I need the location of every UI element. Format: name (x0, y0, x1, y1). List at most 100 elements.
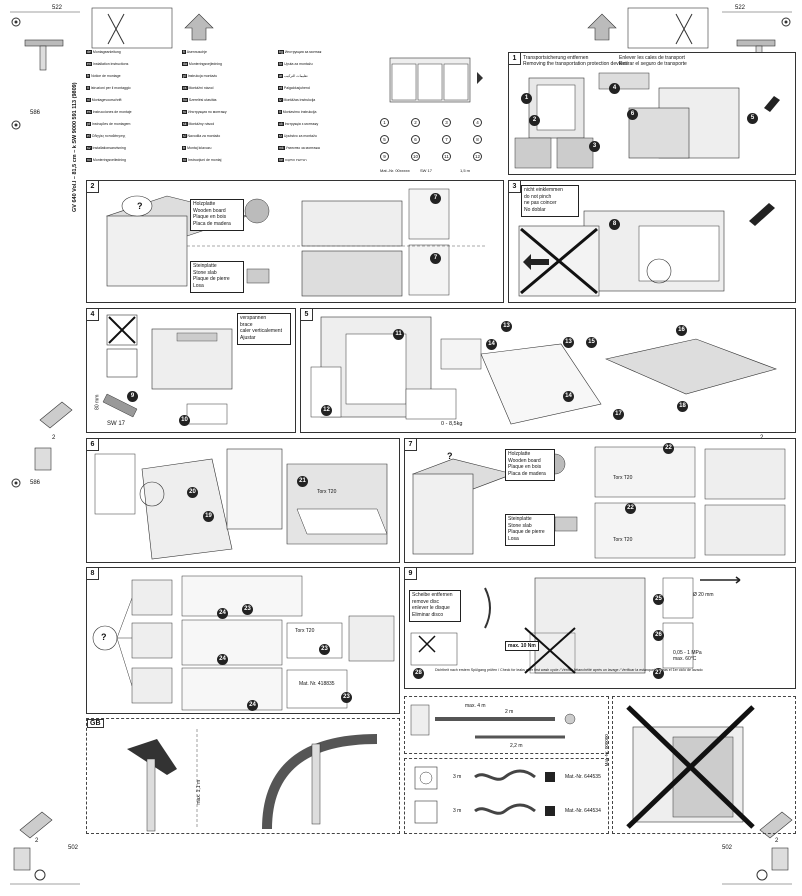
step-6-door-panel: 6 Torx T20 19 20 21 (86, 438, 400, 563)
language-code: he (278, 158, 284, 162)
tool-torx: Torx T20 (295, 628, 315, 634)
warn-fr: ne pas coincer (524, 200, 557, 206)
stone-de: Steinplatte (193, 263, 217, 269)
hose-max: max. 4 m (465, 703, 486, 709)
language-title: Montavimo instrukcija (282, 110, 317, 114)
dim-top-left: 522 (52, 5, 63, 11)
language-title: Notice de montage (91, 74, 121, 78)
language-code: ar (278, 74, 284, 78)
stone-es: Losa (508, 535, 519, 542)
language-code: ru (182, 110, 188, 114)
language-title: Uputa za montažu (284, 62, 313, 66)
language-code: fr (86, 74, 91, 78)
language-code: sv (86, 146, 92, 150)
step-number: 5 (301, 309, 313, 321)
dim-low-left: 586 (30, 480, 41, 486)
step-8-plinth: 8 ? Mat. Nr. 418835 Torx T20 23 24 23 24… (86, 567, 400, 714)
callout-14a: 14 (486, 339, 497, 350)
callout-27: 27 (653, 668, 664, 679)
language-code: de (86, 50, 92, 54)
wood-de: Holzplatte (508, 451, 531, 457)
step-9-water-connection: 9 Scheibe entfernen remove disc enlever … (404, 567, 796, 689)
callout-7a: 7 (430, 193, 441, 204)
language-code: sl (182, 134, 187, 138)
callout-24a: 24 (217, 608, 228, 619)
callout-25: 25 (653, 594, 664, 605)
flow-label: Ø 20 mm (693, 592, 714, 598)
part-number: 5 (380, 135, 389, 144)
language-code: tr (182, 146, 187, 150)
part-number: 4 (473, 118, 482, 127)
remove-disc-label-box: Scheibe entfernen remove disc enlever le… (409, 590, 461, 622)
disc-de: Scheibe entfernen (412, 592, 453, 598)
language-title: Instrucţiuni de montaj (188, 158, 222, 162)
language-title: Instrukcja montażu (187, 74, 218, 78)
language-title: Instrucciones de montaje (92, 110, 132, 114)
callout-12: 12 (321, 405, 332, 416)
callout-16: 16 (676, 325, 687, 336)
part-label: 1,5 m (460, 168, 471, 173)
language-title: Paigaldusjuhend (283, 86, 310, 90)
step-1-transport-protection: 1 Transportsicherung entfernen Removing … (508, 52, 796, 175)
stone-en: Stone slab (508, 522, 532, 529)
language-code: hr (278, 62, 284, 66)
callout-28: 28 (413, 668, 424, 679)
stone-fr: Plaque de pierre (508, 529, 545, 535)
callout-11: 11 (393, 329, 404, 340)
callout-22b: 22 (625, 503, 636, 514)
callout-13b: 13 (563, 337, 574, 348)
callout-24b: 24 (217, 654, 228, 665)
wood-es: Placa de madera (193, 220, 231, 227)
stone-slab-label-box: Steinplatte Stone slab Plaque de pierre … (190, 261, 244, 293)
language-code: ro (182, 158, 188, 162)
language-code: cs (182, 86, 188, 90)
warn-en: do not pinch (524, 193, 552, 200)
disc-fr: enlever le disque (412, 605, 450, 611)
language-title: Asennusohje (186, 50, 207, 54)
language-title: تعليمات التركيب (284, 74, 308, 78)
language-title: Istruzioni per il montaggio (90, 86, 131, 90)
language-code: es (86, 110, 92, 114)
language-code: et (278, 86, 283, 90)
language-title: Montážní návod (188, 86, 214, 90)
language-code: mk (278, 146, 285, 150)
language-title: Montaj kılavuzu (187, 146, 212, 150)
language-code: da (182, 62, 188, 66)
stone-fr: Plaque de pierre (193, 276, 230, 282)
language-title: Monteringsveiledning (92, 158, 126, 162)
language-code: it (86, 86, 90, 90)
callout-22a: 22 (663, 443, 674, 454)
language-title: Інструкція з монтажу (284, 122, 319, 126)
drill-dim-a-botleft: 2 (35, 838, 39, 844)
gb-tag: GB (87, 719, 104, 728)
part-number: 9 (380, 152, 389, 161)
question-mark: ? (137, 201, 143, 211)
language-code: lv (278, 98, 283, 102)
question-mark: ? (101, 632, 107, 642)
language-title: Uputstvo za montažu (283, 134, 317, 138)
language-title: Monteringsvejledning (188, 62, 222, 66)
part-number: 6 (411, 135, 420, 144)
tool-torx: Torx T20 (317, 489, 337, 495)
callout-18: 18 (677, 401, 688, 412)
language-title: הוראות התקנה (284, 158, 307, 162)
mat-nr: Mat. Nr. 418835 (299, 681, 335, 687)
hose-len1: 2 m (505, 709, 514, 715)
callout-3: 3 (589, 141, 600, 152)
title-de: Transportsicherung entfernen (523, 55, 589, 61)
language-title: Упатство за монтажа (285, 146, 320, 150)
ext2-length: 3 m (453, 808, 462, 814)
question-mark: ? (447, 451, 453, 461)
callout-1: 1 (521, 93, 532, 104)
title-fr: Enlever les cales de transport (619, 55, 685, 61)
